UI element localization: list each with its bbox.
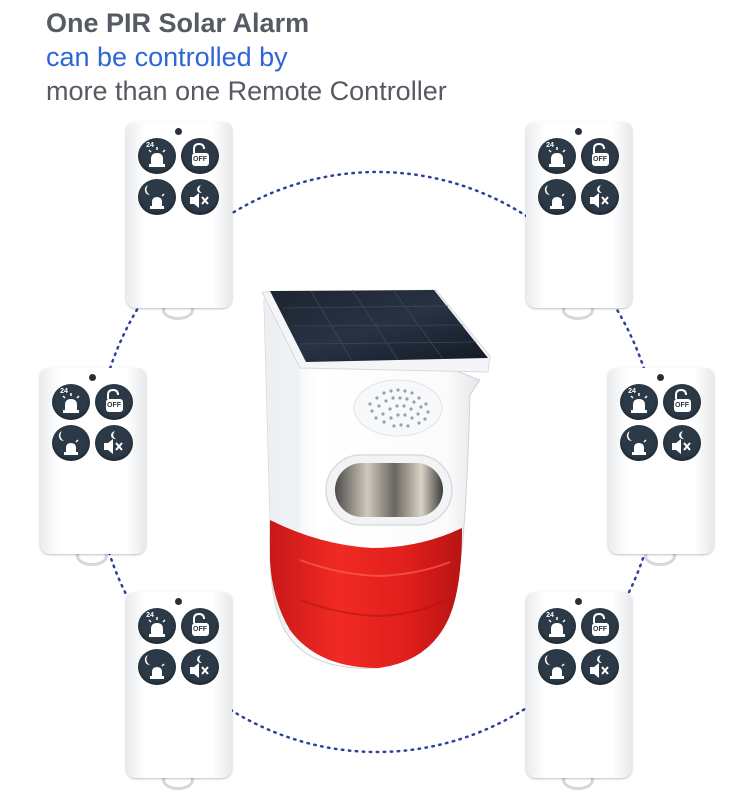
home-arm-button[interactable] xyxy=(538,179,576,215)
arm-24h-label: 24 xyxy=(146,142,154,149)
pir-lens xyxy=(335,463,443,517)
keychain-hole xyxy=(175,128,182,135)
mute-button[interactable] xyxy=(181,179,219,215)
moon-mute-icon xyxy=(190,185,209,208)
home-arm-button[interactable] xyxy=(538,649,576,685)
remote-body: 24 OFF xyxy=(526,592,632,778)
keychain-hole xyxy=(657,374,664,381)
off-button[interactable]: OFF xyxy=(663,384,701,420)
unlock-icon xyxy=(106,388,123,412)
moon-siren-icon xyxy=(144,655,165,679)
keychain-hole xyxy=(175,598,182,605)
siren-icon xyxy=(548,617,566,637)
moon-siren-icon xyxy=(626,431,647,455)
siren-icon xyxy=(62,393,80,413)
remote-body: 24 OFF xyxy=(126,122,232,308)
mute-button[interactable] xyxy=(663,425,701,461)
moon-siren-icon xyxy=(544,185,565,209)
siren-icon xyxy=(548,147,566,167)
arm-24h-label: 24 xyxy=(628,388,636,395)
moon-mute-icon xyxy=(104,431,123,454)
arm-24h-button[interactable]: 24 xyxy=(538,138,576,174)
unlock-icon xyxy=(674,388,691,412)
off-label: OFF xyxy=(193,156,207,163)
arm-24h-button[interactable]: 24 xyxy=(538,608,576,644)
remote-controller-top-left[interactable]: 24 OFF xyxy=(126,122,232,332)
unlock-icon xyxy=(192,142,209,166)
off-button[interactable]: OFF xyxy=(581,608,619,644)
off-label: OFF xyxy=(675,402,689,409)
moon-siren-icon xyxy=(144,185,165,209)
keychain-hole xyxy=(89,374,96,381)
moon-mute-icon xyxy=(590,655,609,678)
remote-controller-middle-right[interactable]: 24 OFF xyxy=(608,368,714,578)
moon-siren-icon xyxy=(544,655,565,679)
heading-line-2: can be controlled by xyxy=(46,42,288,72)
siren-icon xyxy=(148,147,166,167)
mute-button[interactable] xyxy=(181,649,219,685)
remote-controller-bottom-left[interactable]: 24 OFF xyxy=(126,592,232,802)
arm-24h-label: 24 xyxy=(546,142,554,149)
arm-24h-label: 24 xyxy=(60,388,68,395)
heading-line-3: more than one Remote Controller xyxy=(46,76,447,106)
off-label: OFF xyxy=(593,156,607,163)
unlock-icon xyxy=(592,612,609,636)
heading-line-1: One PIR Solar Alarm xyxy=(46,8,310,38)
moon-mute-icon xyxy=(590,185,609,208)
off-label: OFF xyxy=(593,626,607,633)
off-button[interactable]: OFF xyxy=(95,384,133,420)
arm-24h-button[interactable]: 24 xyxy=(138,608,176,644)
remote-body: 24 OFF xyxy=(526,122,632,308)
unlock-icon xyxy=(192,612,209,636)
moon-siren-icon xyxy=(58,431,79,455)
arm-24h-button[interactable]: 24 xyxy=(52,384,90,420)
red-siren-light xyxy=(270,520,462,668)
remote-controller-top-right[interactable]: 24 OFF xyxy=(526,122,632,332)
arm-24h-button[interactable]: 24 xyxy=(620,384,658,420)
home-arm-button[interactable] xyxy=(52,425,90,461)
moon-mute-icon xyxy=(672,431,691,454)
keychain-hole xyxy=(575,128,582,135)
remote-body: 24 OFF xyxy=(40,368,146,554)
mute-button[interactable] xyxy=(95,425,133,461)
keychain-hole xyxy=(575,598,582,605)
off-label: OFF xyxy=(193,626,207,633)
off-label: OFF xyxy=(107,402,121,409)
home-arm-button[interactable] xyxy=(138,649,176,685)
remote-controller-middle-left[interactable]: 24 OFF xyxy=(40,368,146,578)
unlock-icon xyxy=(592,142,609,166)
pir-solar-alarm xyxy=(261,289,491,669)
remote-body: 24 OFF xyxy=(126,592,232,778)
heading: One PIR Solar Alarm can be controlled by… xyxy=(46,6,447,108)
remote-body: 24 OFF xyxy=(608,368,714,554)
off-button[interactable]: OFF xyxy=(181,138,219,174)
arm-24h-label: 24 xyxy=(546,612,554,619)
off-button[interactable]: OFF xyxy=(181,608,219,644)
off-button[interactable]: OFF xyxy=(581,138,619,174)
remote-controller-bottom-right[interactable]: 24 OFF xyxy=(526,592,632,802)
siren-icon xyxy=(630,393,648,413)
mute-button[interactable] xyxy=(581,649,619,685)
arm-24h-label: 24 xyxy=(146,612,154,619)
mute-button[interactable] xyxy=(581,179,619,215)
arm-24h-button[interactable]: 24 xyxy=(138,138,176,174)
speaker-grille xyxy=(353,379,443,437)
siren-icon xyxy=(148,617,166,637)
home-arm-button[interactable] xyxy=(620,425,658,461)
moon-mute-icon xyxy=(190,655,209,678)
home-arm-button[interactable] xyxy=(138,179,176,215)
